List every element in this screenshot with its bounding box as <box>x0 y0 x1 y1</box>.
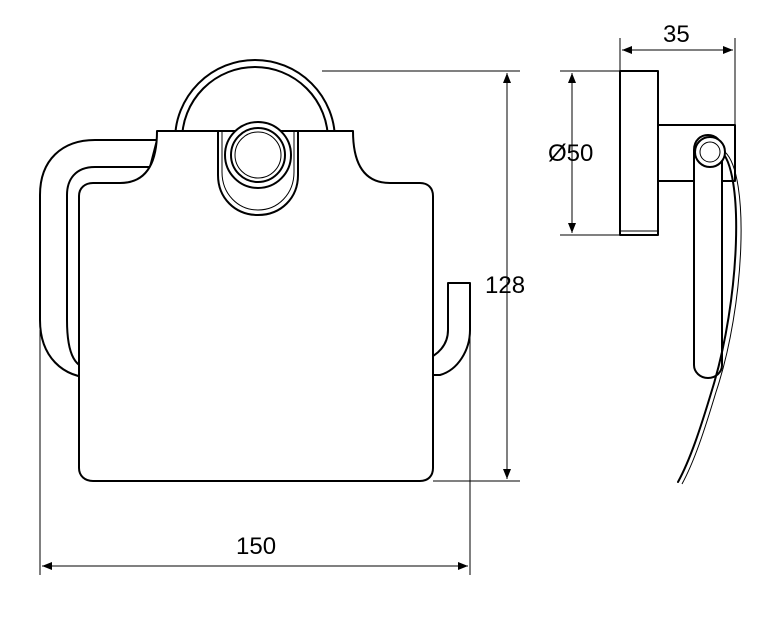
side-pivot <box>694 136 726 168</box>
cover-plate <box>78 130 434 482</box>
center-hub <box>217 121 299 216</box>
front-view <box>39 59 471 482</box>
side-bar <box>693 134 723 379</box>
height-label: 128 <box>485 272 525 299</box>
side-dimensions <box>560 38 736 236</box>
side-cover-flap <box>677 149 738 483</box>
front-dimensions <box>39 70 520 575</box>
diameter-label: Ø50 <box>548 140 593 167</box>
side-rosette <box>619 70 659 236</box>
depth-label: 35 <box>663 21 690 48</box>
side-view <box>619 70 742 485</box>
width-label: 150 <box>236 533 276 560</box>
